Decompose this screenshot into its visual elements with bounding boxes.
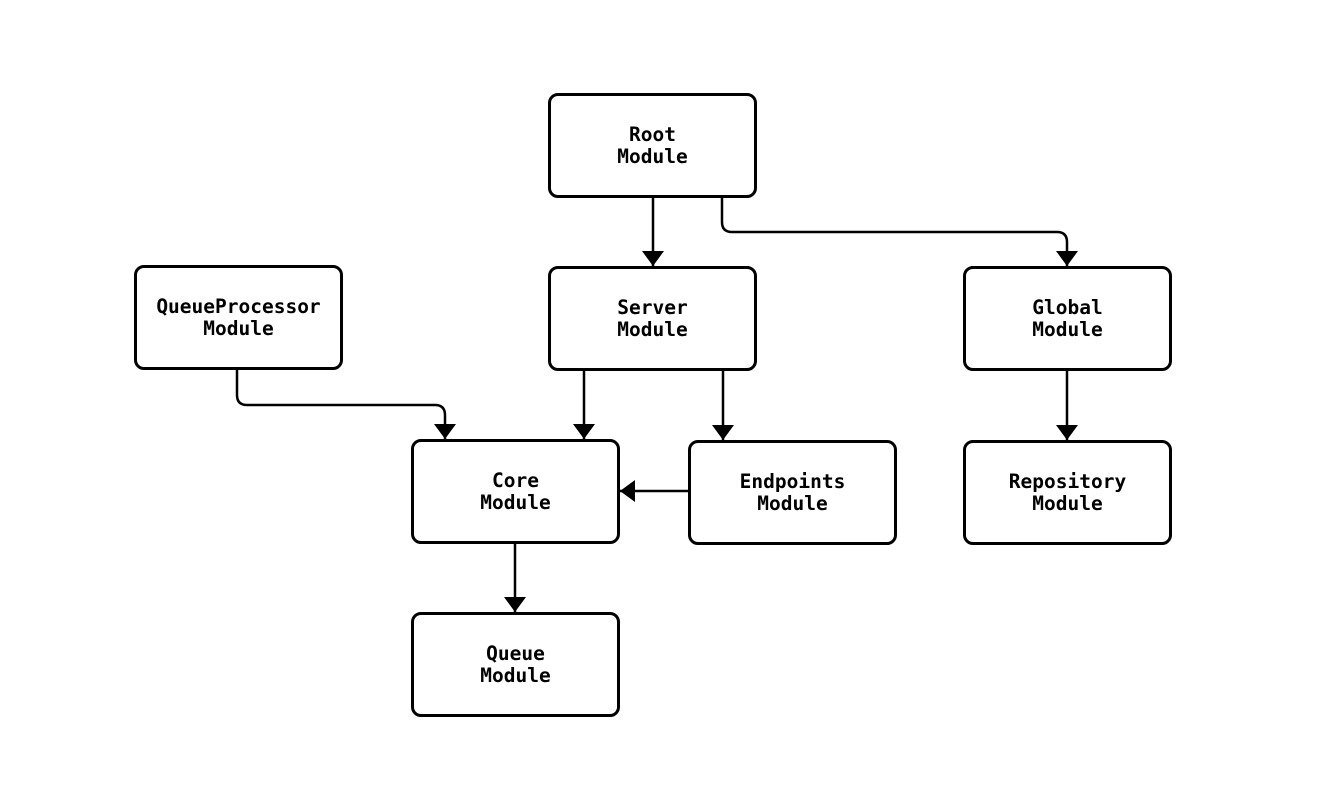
node-label: Root (629, 122, 676, 146)
node-label: Module (757, 491, 828, 515)
node-label: Module (480, 490, 551, 514)
node-label: Module (203, 316, 274, 340)
node-label: Repository (1008, 469, 1127, 493)
node-label: Core (492, 468, 539, 492)
node-label: Module (1032, 491, 1103, 515)
node-label: Module (617, 317, 688, 341)
node-label: Server (617, 295, 688, 319)
edge-root-to-global (720, 198, 1078, 266)
node-label: Module (480, 663, 551, 687)
node-label: Queue (486, 641, 545, 665)
node-label: Module (1032, 317, 1103, 341)
node-label: Global (1032, 295, 1103, 319)
node-label: Module (617, 144, 688, 168)
node-label: QueueProcessor (156, 294, 321, 318)
edge-queueprocessor-to-core (235, 370, 456, 439)
node-label: Endpoints (739, 469, 846, 493)
